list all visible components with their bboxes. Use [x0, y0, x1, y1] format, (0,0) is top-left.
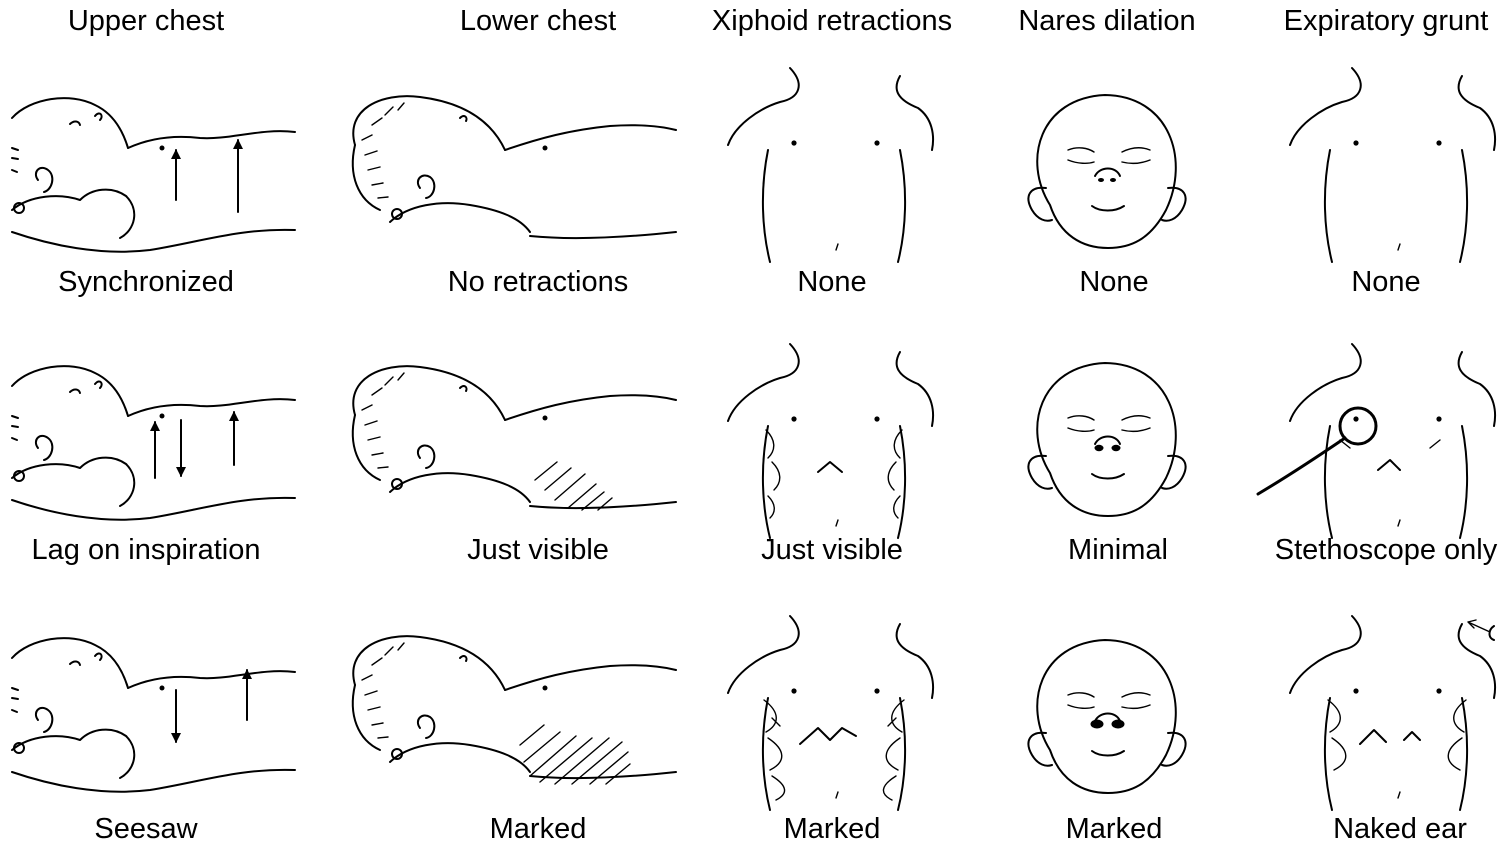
upper-chest-lag-figure [12, 366, 295, 520]
nares-minimal-figure [1028, 363, 1185, 516]
sound-arrow-icon [1468, 620, 1490, 632]
xiphoid-marked-figure [728, 616, 933, 810]
lower-chest-just-visible-figure [353, 366, 676, 510]
xiphoid-none-figure [728, 68, 933, 262]
grunt-none-figure [1290, 68, 1495, 262]
lower-chest-marked-figure [353, 636, 676, 784]
grunt-stethoscope-figure [1258, 344, 1495, 538]
upper-chest-seesaw-figure [12, 638, 295, 792]
grunt-naked-ear-figure [1290, 616, 1495, 810]
lower-chest-none-figure [353, 96, 676, 238]
nares-marked-figure [1028, 640, 1185, 793]
xiphoid-just-visible-figure [728, 344, 933, 538]
nares-none-figure [1028, 95, 1185, 248]
upper-chest-synchronized-figure [12, 98, 295, 252]
